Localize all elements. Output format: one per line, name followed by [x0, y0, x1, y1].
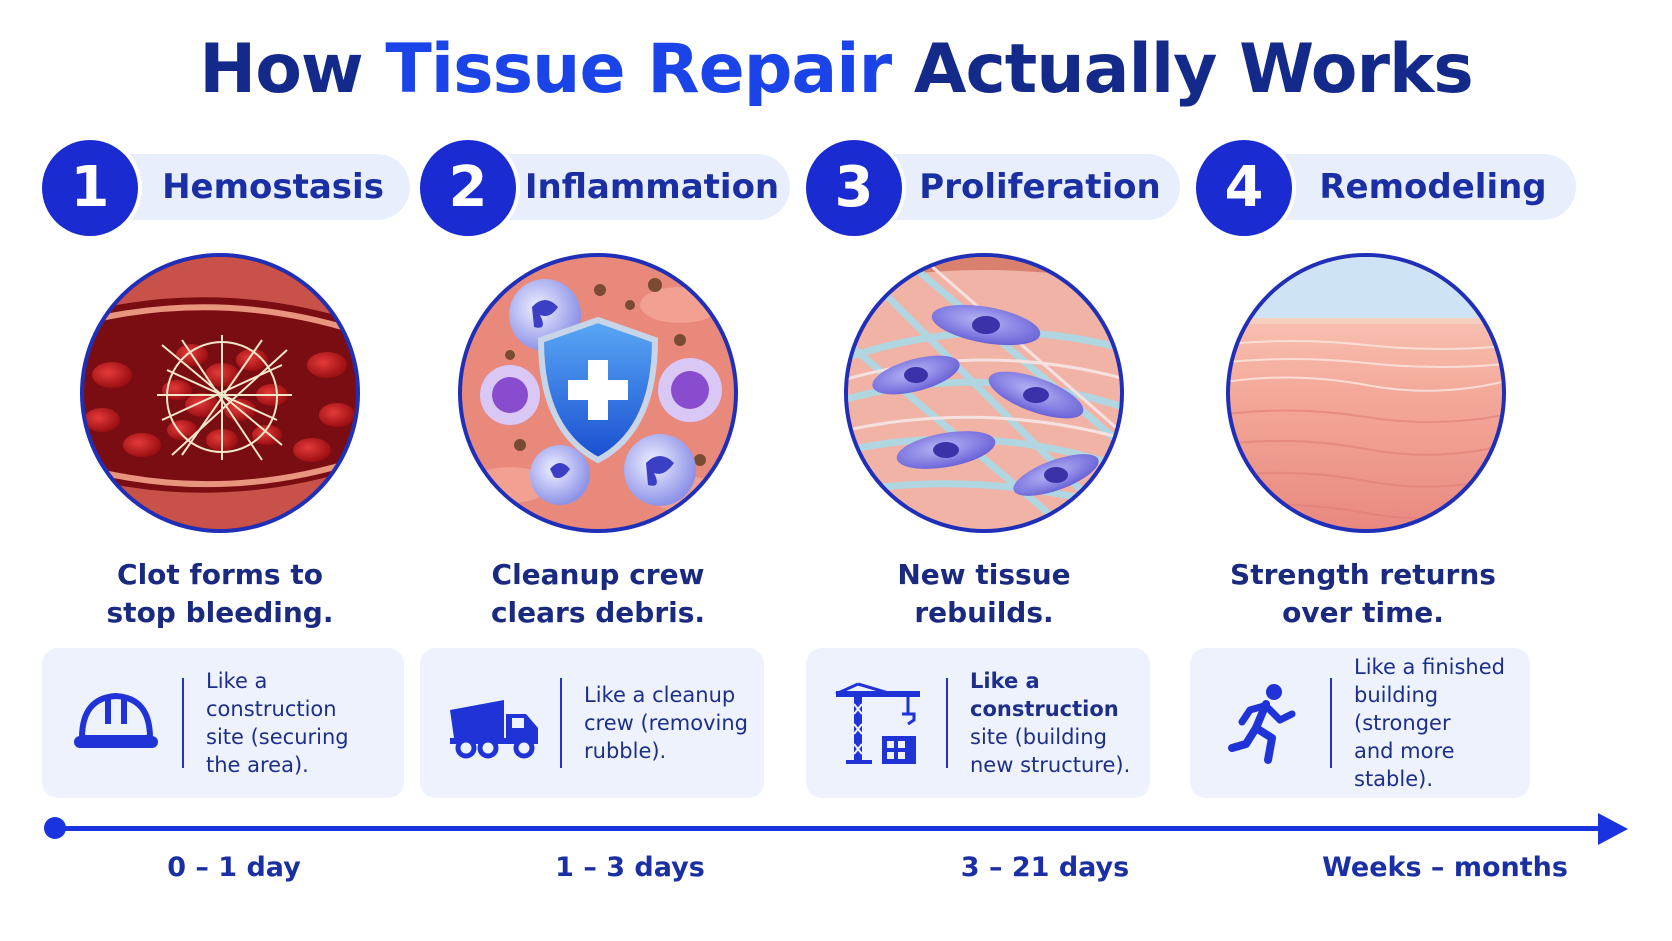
stage-number-badge: 3	[806, 140, 902, 236]
stage-header: Hemostasis 1	[42, 140, 422, 240]
running-person-icon	[1216, 680, 1312, 766]
stage-description: New tissue rebuilds.	[897, 558, 1071, 629]
dump-truck-icon	[446, 680, 542, 766]
card-divider	[1330, 678, 1332, 768]
stage-inflammation: Inflammation 2	[420, 0, 800, 941]
time-label-stage-4: Weeks – months	[1322, 852, 1568, 883]
stage-hemostasis: Hemostasis 1	[42, 0, 422, 941]
stage-description: Clot forms to stop bleeding.	[106, 558, 334, 629]
analogy-text: Like a construction site (securing the a…	[206, 669, 349, 777]
stage-name-pill: Inflammation	[468, 154, 790, 220]
analogy-card: Like a construction site (securing the a…	[42, 648, 404, 798]
time-label-stage-1: 0 – 1 day	[167, 852, 301, 883]
stage-proliferation: Proliferation 3	[806, 0, 1186, 941]
clot-illustration	[72, 245, 368, 541]
stage-header: Proliferation 3	[806, 140, 1186, 240]
card-divider	[560, 678, 562, 768]
analogy-card: Like a finished building (stronger and m…	[1190, 648, 1530, 798]
timeline-arrow-icon	[1598, 813, 1628, 845]
stage-name-pill: Proliferation	[854, 154, 1180, 220]
time-label-stage-3: 3 – 21 days	[960, 852, 1130, 883]
time-label-stage-2: 1 – 3 days	[555, 852, 705, 883]
stage-name-pill: Hemostasis	[90, 154, 410, 220]
immune-cells-illustration	[450, 245, 746, 541]
hard-hat-icon	[68, 680, 164, 766]
analogy-card: Like a cleanup crew (removing rubble).	[420, 648, 764, 798]
analogy-text: Like a cleanup crew (removing rubble).	[584, 683, 748, 763]
stage-header: Inflammation 2	[420, 140, 800, 240]
stage-name-pill: Remodeling	[1244, 154, 1576, 220]
stage-number-badge: 1	[42, 140, 138, 236]
construction-crane-icon	[832, 680, 928, 766]
card-divider	[946, 678, 948, 768]
card-divider	[182, 678, 184, 768]
healed-skin-illustration	[1218, 245, 1514, 541]
stage-description: Strength returns over time.	[1230, 558, 1496, 629]
stage-number-badge: 4	[1196, 140, 1292, 236]
analogy-card: Like a construction site (building new s…	[806, 648, 1150, 798]
stage-number-badge: 2	[420, 140, 516, 236]
stage-description: Cleanup crew clears debris.	[490, 558, 706, 629]
analogy-text: Like a finished building (stronger and m…	[1354, 655, 1505, 791]
new-tissue-illustration	[836, 245, 1132, 541]
stage-remodeling: Remodeling 4	[1190, 0, 1576, 941]
analogy-text: Like a construction site (building new s…	[970, 669, 1131, 777]
timeline-line	[56, 826, 1604, 831]
title-accent: Tissue Repair	[385, 30, 892, 109]
stage-header: Remodeling 4	[1196, 140, 1576, 240]
page-title: How Tissue Repair Actually Works	[199, 30, 1473, 109]
timeline-start-dot	[44, 817, 66, 839]
